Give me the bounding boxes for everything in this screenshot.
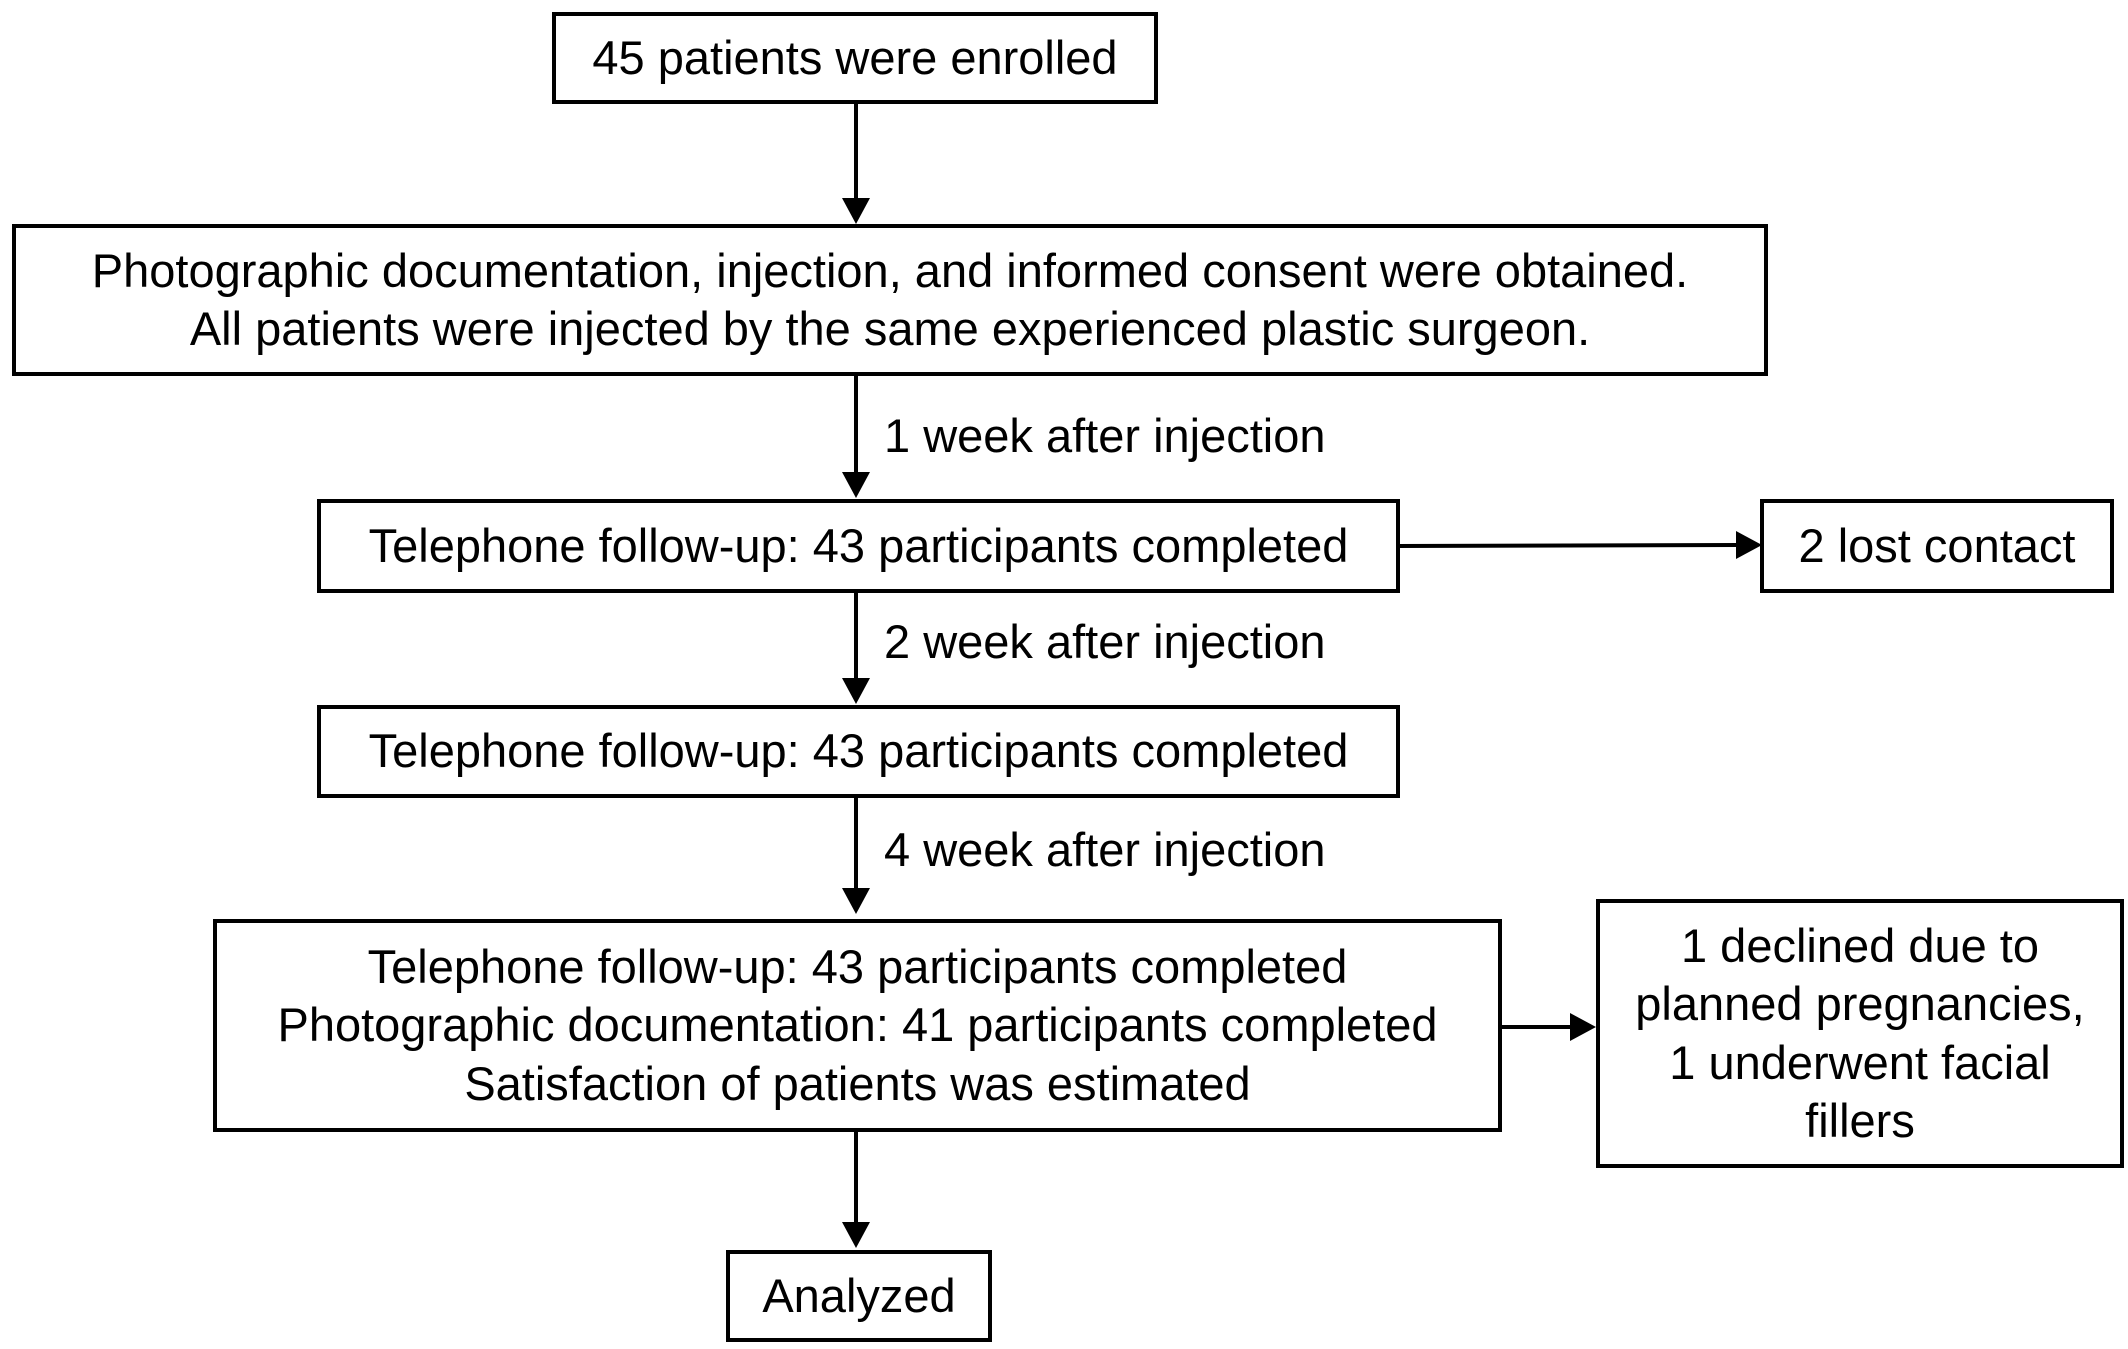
excluded-line-1: 1 declined due to: [1680, 918, 2039, 972]
followup-2-week-box: Telephone follow-up: 43 participants com…: [317, 705, 1400, 798]
enrolled-box: 45 patients were enrolled: [552, 12, 1158, 104]
followup-4-week-box: Telephone follow-up: 43 participants com…: [213, 919, 1502, 1132]
procedure-line-2: All patients were injected by the same e…: [189, 302, 1591, 355]
analyzed-box: Analyzed: [726, 1250, 992, 1342]
followup-4-week-line-1: Telephone follow-up: 43 participants com…: [367, 940, 1348, 994]
followup-2-week-text: Telephone follow-up: 43 participants com…: [368, 724, 1349, 778]
arrow-followup-1-to-followup-2: [842, 591, 870, 704]
arrow-followup-4-to-analyzed: [842, 1130, 870, 1248]
interval-label-4-week: 4 week after injection: [884, 823, 1326, 876]
arrow-followup-2-to-followup-4: [842, 796, 870, 914]
excluded-box: 1 declined due to planned pregnancies, 1…: [1596, 899, 2124, 1168]
procedure-line-1: Photographic documentation, injection, a…: [91, 243, 1689, 297]
analyzed-text: Analyzed: [762, 1268, 956, 1322]
arrow-followup-1-to-lost: [1397, 531, 1762, 559]
excluded-line-4: fillers: [1805, 1093, 1915, 1147]
lost-contact-text: 2 lost contact: [1798, 518, 2076, 572]
lost-contact-box: 2 lost contact: [1760, 499, 2114, 593]
followup-1-week-text: Telephone follow-up: 43 participants com…: [368, 518, 1349, 572]
arrow-procedure-to-followup-1: [842, 374, 870, 498]
procedure-box: Photographic documentation, injection, a…: [12, 224, 1768, 376]
followup-1-week-box: Telephone follow-up: 43 participants com…: [317, 499, 1400, 593]
followup-4-week-line-2: Photographic documentation: 41 participa…: [277, 998, 1438, 1052]
followup-4-week-line-3: Satisfaction of patients was estimated: [464, 1056, 1251, 1110]
interval-label-2-week: 2 week after injection: [884, 615, 1326, 668]
arrow-enrolled-to-procedure: [842, 102, 870, 224]
excluded-line-2: planned pregnancies,: [1635, 977, 2085, 1031]
enrolled-text: 45 patients were enrolled: [592, 30, 1118, 84]
interval-label-1-week: 1 week after injection: [884, 409, 1326, 462]
arrow-followup-4-to-excluded: [1500, 1013, 1596, 1041]
excluded-line-3: 1 underwent facial: [1669, 1035, 2051, 1089]
